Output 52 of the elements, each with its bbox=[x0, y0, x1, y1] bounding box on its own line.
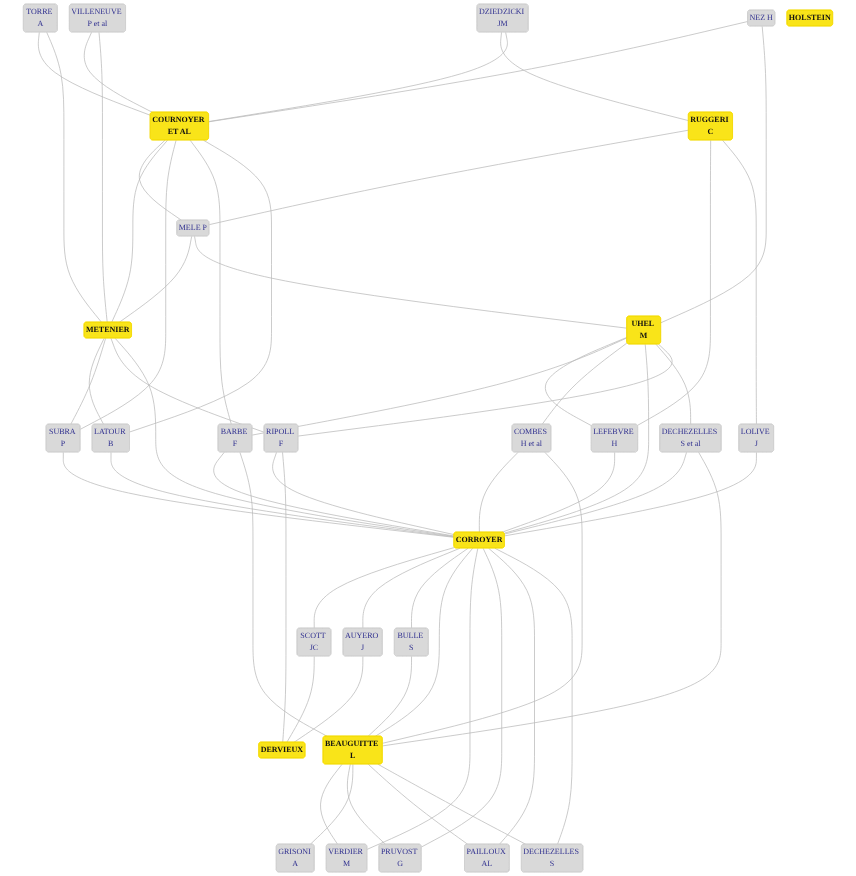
connector bbox=[504, 451, 757, 537]
connector bbox=[367, 655, 412, 737]
connector bbox=[208, 129, 689, 226]
connector bbox=[138, 139, 182, 221]
connector bbox=[286, 655, 315, 743]
connector bbox=[488, 547, 535, 845]
connector bbox=[37, 31, 151, 116]
connector bbox=[411, 547, 469, 629]
connector bbox=[660, 25, 767, 324]
connector bbox=[88, 337, 105, 425]
connector bbox=[637, 139, 712, 426]
connector bbox=[367, 763, 469, 845]
connector bbox=[208, 21, 749, 123]
connector bbox=[494, 547, 573, 845]
connector bbox=[503, 343, 650, 534]
connector bbox=[282, 451, 287, 743]
connector bbox=[98, 31, 108, 323]
connector bbox=[189, 139, 232, 425]
connector bbox=[722, 139, 757, 425]
connector bbox=[118, 235, 193, 323]
connector bbox=[110, 337, 265, 433]
connector bbox=[251, 337, 628, 436]
connector bbox=[382, 451, 722, 747]
connector bbox=[194, 235, 628, 329]
connector bbox=[366, 547, 479, 850]
connector bbox=[500, 31, 689, 121]
connector bbox=[501, 451, 616, 533]
connector bbox=[320, 763, 343, 845]
connector bbox=[382, 451, 583, 744]
connector bbox=[377, 763, 527, 845]
connector bbox=[478, 451, 519, 533]
connector bbox=[310, 763, 354, 845]
connector bbox=[111, 139, 168, 323]
connector bbox=[129, 139, 272, 433]
connector bbox=[313, 547, 456, 629]
connector bbox=[362, 547, 461, 629]
connector bbox=[347, 763, 386, 845]
connector bbox=[208, 31, 508, 122]
connector bbox=[297, 343, 673, 437]
connector bbox=[655, 343, 692, 425]
connector bbox=[239, 451, 328, 737]
connector bbox=[46, 31, 102, 323]
connector bbox=[272, 451, 455, 535]
connector bbox=[375, 547, 474, 737]
connector bbox=[421, 547, 503, 848]
connector bbox=[83, 31, 153, 113]
connector bbox=[293, 655, 364, 743]
connector bbox=[504, 451, 687, 535]
connector bbox=[70, 337, 107, 425]
connector bbox=[79, 139, 177, 430]
connector bbox=[114, 337, 455, 537]
connector bbox=[213, 451, 455, 537]
